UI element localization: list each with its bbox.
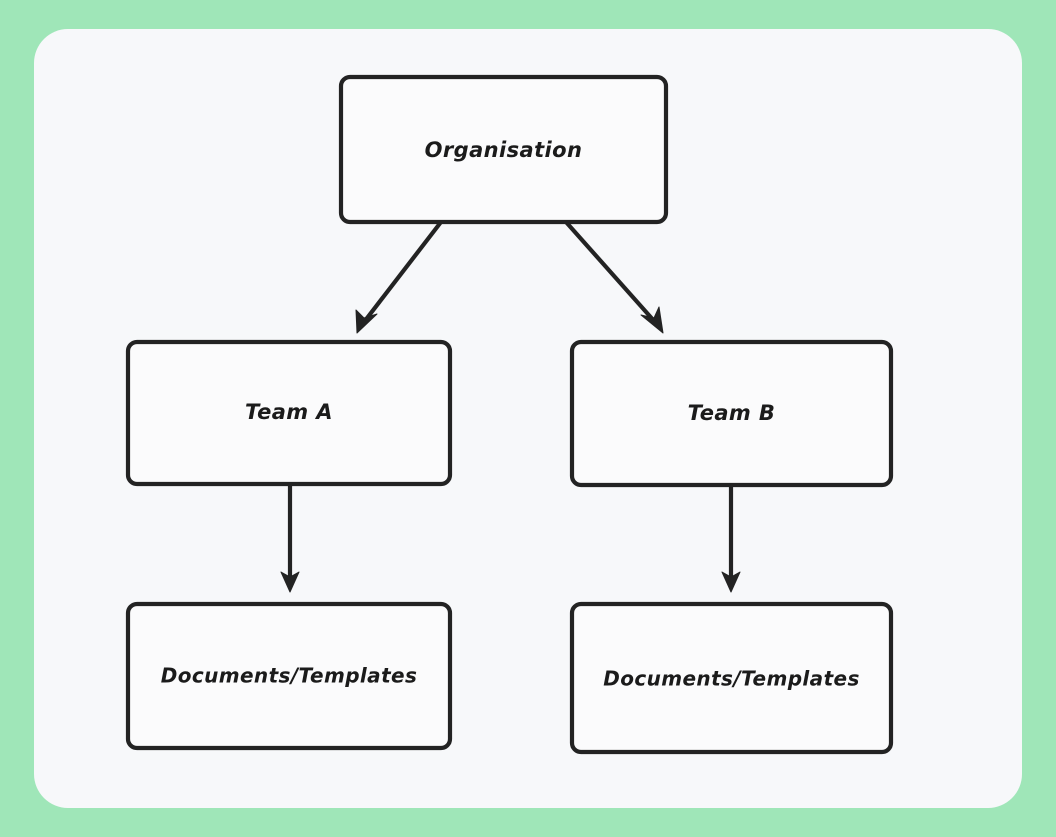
edge-team-b-to-documents-arrowhead — [721, 571, 741, 593]
node-organisation[interactable]: Organisation — [338, 74, 669, 225]
edge-organisation-to-team-b-line — [564, 220, 657, 324]
edge-team-a-to-documents[interactable] — [280, 484, 300, 593]
node-organisation-box — [338, 74, 669, 225]
edge-organisation-to-team-b-arrowhead — [640, 306, 664, 334]
node-team-b-box — [569, 339, 894, 488]
edge-organisation-to-team-a-arrowhead — [355, 309, 378, 334]
edge-team-b-to-documents[interactable] — [721, 485, 741, 593]
node-organisation-label: Organisation — [425, 138, 583, 162]
connector-layer — [280, 220, 741, 593]
node-documents-templates-a[interactable]: Documents/Templates — [125, 601, 453, 751]
node-documents-templates-b-box — [569, 601, 894, 755]
edge-organisation-to-team-b[interactable] — [564, 220, 664, 334]
node-documents-templates-b[interactable]: Documents/Templates — [569, 601, 894, 755]
node-documents-templates-a-label: Documents/Templates — [161, 664, 418, 688]
node-team-a[interactable]: Team A — [125, 339, 453, 487]
edge-team-a-to-documents-arrowhead — [280, 571, 300, 593]
node-documents-templates-a-box — [125, 601, 453, 751]
node-documents-templates-b-label: Documents/Templates — [603, 667, 860, 691]
node-team-b-label: Team B — [688, 401, 776, 425]
node-team-b[interactable]: Team B — [569, 339, 894, 488]
edge-organisation-to-team-a-line — [362, 220, 443, 324]
node-team-a-box — [125, 339, 453, 487]
node-team-a-label: Team A — [245, 400, 333, 424]
node-layer: Organisation Team A Team B Documents/Tem… — [125, 74, 894, 755]
edge-organisation-to-team-a[interactable] — [355, 220, 443, 334]
